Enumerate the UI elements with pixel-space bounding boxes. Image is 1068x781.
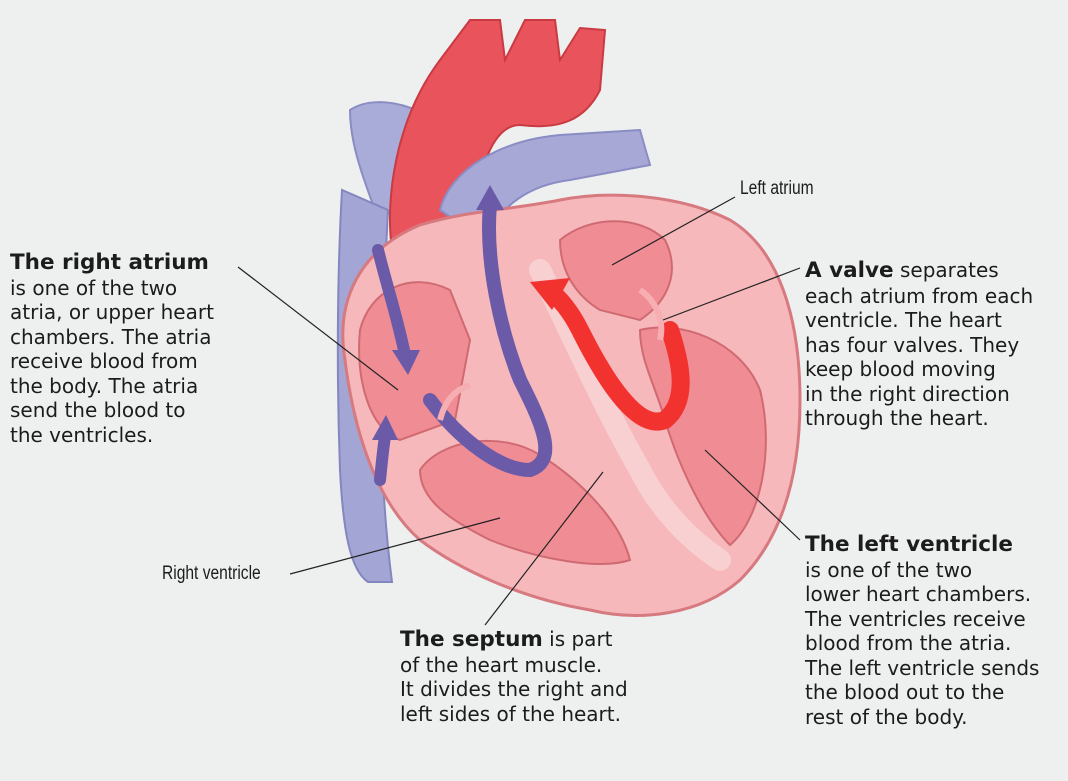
callout-right-atrium-line: chambers. The atria (10, 325, 214, 350)
callout-left-ventricle-line: lower heart chambers. (805, 582, 1039, 607)
callout-valve-title-rest: separates (894, 258, 999, 282)
callout-right-atrium: The right atrium is one of the two atria… (10, 250, 214, 447)
callout-valve: A valve separates each atrium from each … (805, 258, 1033, 431)
callout-left-ventricle: The left ventricle is one of the two low… (805, 532, 1039, 729)
callout-left-ventricle-title: The left ventricle (805, 532, 1013, 557)
callout-valve-line: in the right direction (805, 382, 1033, 407)
callout-septum-line: left sides of the heart. (400, 702, 628, 727)
callout-septum: The septum is part of the heart muscle. … (400, 627, 628, 726)
label-right-ventricle: Right ventricle (162, 563, 261, 585)
callout-valve-line: each atrium from each (805, 284, 1033, 309)
callout-right-atrium-line: receive blood from (10, 349, 214, 374)
label-left-atrium: Left atrium (740, 178, 814, 200)
callout-right-atrium-line: the ventricles. (10, 423, 214, 448)
callout-septum-title-rest: is part (543, 627, 613, 651)
callout-valve-title: A valve (805, 258, 894, 283)
callout-valve-line: through the heart. (805, 406, 1033, 431)
callout-left-ventricle-line: rest of the body. (805, 705, 1039, 730)
callout-left-ventricle-line: The ventricles receive (805, 607, 1039, 632)
callout-right-atrium-line: the body. The atria (10, 374, 214, 399)
callout-left-ventricle-line: the blood out to the (805, 680, 1039, 705)
callout-valve-line: keep blood moving (805, 357, 1033, 382)
callout-right-atrium-line: send the blood to (10, 398, 214, 423)
callout-left-ventricle-line: The left ventricle sends (805, 656, 1039, 681)
callout-right-atrium-title: The right atrium (10, 250, 209, 275)
callout-septum-title: The septum (400, 627, 543, 652)
callout-valve-line: has four valves. They (805, 333, 1033, 358)
callout-left-ventricle-line: is one of the two (805, 558, 1039, 583)
callout-right-atrium-line: is one of the two (10, 276, 214, 301)
callout-valve-line: ventricle. The heart (805, 308, 1033, 333)
callout-left-ventricle-line: blood from the atria. (805, 631, 1039, 656)
callout-septum-line: It divides the right and (400, 677, 628, 702)
callout-septum-line: of the heart muscle. (400, 653, 628, 678)
callout-right-atrium-line: atria, or upper heart (10, 300, 214, 325)
